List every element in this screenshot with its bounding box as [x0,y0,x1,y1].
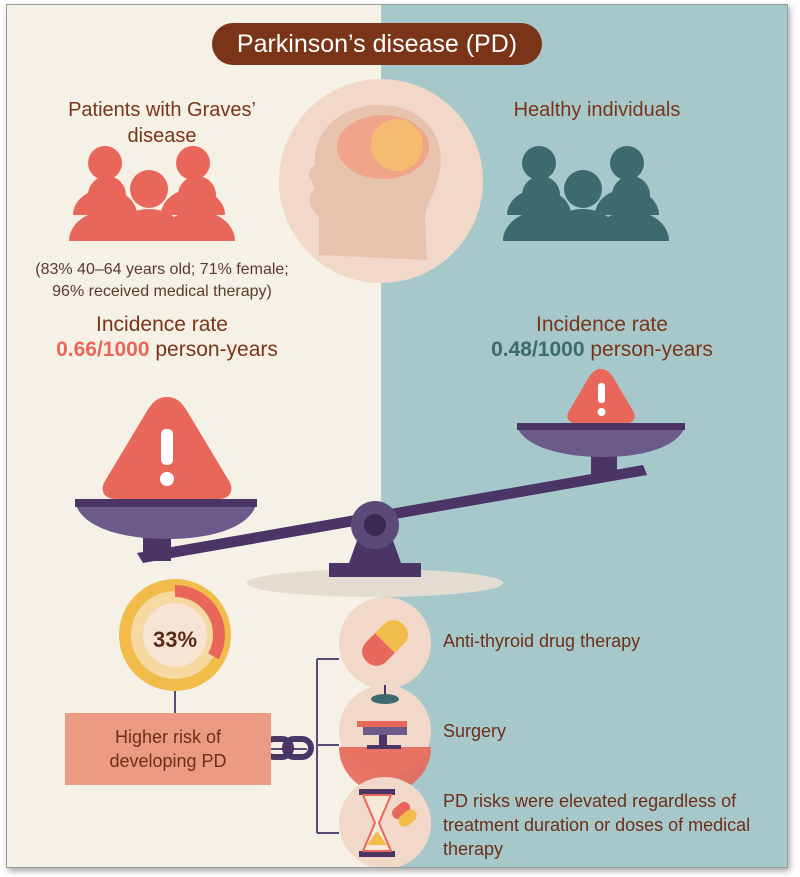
connector-bracket [271,658,339,834]
risk-box-line1: Higher risk of [114,727,222,747]
surgery-table-icon [339,685,431,793]
donut-chart-icon [119,579,231,713]
illustration-layer [69,79,685,867]
healthy-rate-value: 0.48/1000 [491,338,585,361]
infographic-frame: Parkinson’s disease (PD) Patients with G… [6,4,788,868]
graves-heading-line2: disease [127,125,197,147]
healthy-rate-line: 0.48/1000 person-years [452,338,752,362]
pill-icon [339,597,431,689]
risk-percent-label: 33% [152,627,198,652]
healthy-rate-label: Incidence rate [536,313,668,336]
group-people-icon [503,146,669,241]
risk-box-line2: developing PD [109,751,227,771]
graves-heading-line1: Patients with Graves’ [68,99,256,121]
page-title: Parkinson’s disease (PD) [212,23,542,65]
factor-surgery-label: Surgery [443,721,507,741]
warning-icon [102,397,232,499]
group-people-icon [69,146,235,241]
healthy-heading: Healthy individuals [513,99,681,121]
higher-risk-box: Higher risk of developing PD [65,713,271,785]
graves-rate-line: 0.66/1000 person-years [17,338,317,362]
factor-duration-line1: PD risks were elevated regardless of [443,791,737,811]
graves-rate-label: Incidence rate [96,313,228,336]
warning-icon [567,369,635,423]
graves-rate-unit: person-years [149,338,278,361]
factor-duration-label: PD risks were elevated regardless of tre… [443,789,783,861]
factor-drug-label: Anti-thyroid drug therapy [443,631,641,651]
graves-heading: Patients with Graves’ disease [37,97,287,149]
balance-scale-icon [75,423,685,597]
healthy-rate-unit: person-years [584,338,713,361]
hourglass-icon [339,777,431,867]
graves-demographics-note: (83% 40–64 years old; 71% female; 96% re… [13,259,311,303]
head-brain-icon [279,79,483,283]
factor-duration-line2: treatment duration or doses of medical [443,815,751,835]
graves-rate-value: 0.66/1000 [56,338,150,361]
graves-note-line2: 96% received medical therapy) [52,283,272,300]
factor-duration-line3: therapy [443,839,504,859]
graves-note-line1: (83% 40–64 years old; 71% female; [35,261,289,278]
